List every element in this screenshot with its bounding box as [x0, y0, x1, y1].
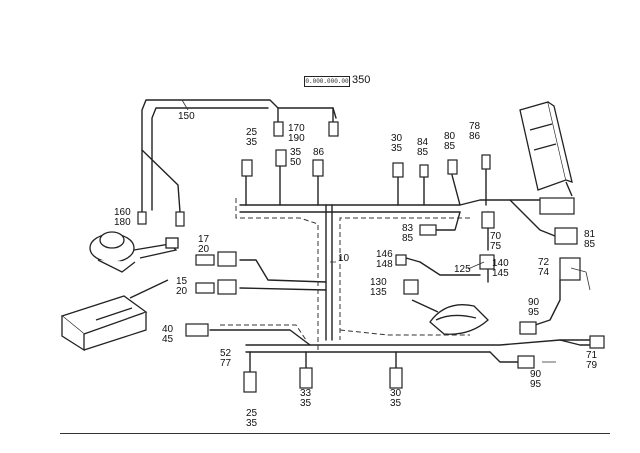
dashed-outline-right [339, 329, 470, 336]
connector-17b [217, 251, 237, 267]
harness-150-branch [141, 149, 181, 213]
connector-80 [447, 159, 458, 175]
branch-146 [405, 257, 421, 263]
connector-control-plug [539, 197, 575, 215]
connector-180 [175, 211, 185, 227]
top-branch [239, 199, 541, 206]
callout-125: 125 [454, 264, 471, 275]
branch-40 [209, 329, 311, 346]
connector-40 [185, 323, 209, 337]
lower-trunk [245, 339, 591, 346]
connector-17 [195, 254, 215, 266]
connector-190 [328, 121, 339, 137]
arrow-module [129, 279, 169, 299]
connector-lower-1 [243, 371, 257, 393]
dashed-outline-top [235, 198, 319, 350]
connector-170 [273, 121, 284, 137]
part-number-tag: 0.000.000.00 [304, 76, 350, 87]
connector-72 [559, 257, 581, 281]
arrow-control-unit [565, 181, 573, 197]
connector-35-50 [275, 149, 287, 167]
connector-lower-3 [389, 367, 403, 389]
control-unit-top-right [519, 101, 573, 191]
harness-150-inner [151, 107, 269, 211]
dashed-outline-top-b [339, 217, 470, 340]
connector-78 [481, 154, 491, 170]
connector-30 [392, 162, 404, 178]
connector-90a [519, 321, 537, 335]
sensor-cover [429, 304, 489, 335]
branch-125 [419, 261, 481, 276]
branch-15 [239, 287, 327, 291]
connector-86 [312, 159, 324, 177]
dashed-outline-left [220, 324, 307, 341]
connector-15b [217, 279, 237, 295]
connector-81 [554, 227, 578, 245]
connector-160 [137, 211, 147, 225]
connector-90b [517, 355, 535, 369]
connector-lower-2 [299, 367, 313, 389]
connector-25 [241, 159, 253, 177]
connector-140 [479, 254, 495, 270]
branch-71 [559, 339, 593, 346]
connector-130 [403, 279, 419, 295]
branch-83 [435, 211, 461, 231]
connector-15 [195, 282, 215, 294]
callout-150: 150 [178, 111, 195, 122]
bottom-rule [60, 433, 610, 434]
callout-350: 350 [352, 74, 371, 86]
connector-146 [395, 254, 407, 266]
connector-83 [419, 224, 437, 236]
branch-17 [239, 259, 327, 283]
branch-90b [489, 351, 519, 363]
arrow-sensor [411, 299, 439, 313]
connector-70 [481, 211, 495, 229]
harness-150 [141, 99, 337, 213]
control-module-left [60, 295, 148, 352]
branch-81 [509, 199, 556, 237]
callout-86: 86 [313, 147, 325, 158]
branch-up-6 [451, 174, 461, 206]
callout-10: 10 [338, 253, 350, 264]
switch-assembly [89, 231, 179, 273]
connector-71 [589, 335, 605, 349]
connector-84 [419, 164, 429, 178]
